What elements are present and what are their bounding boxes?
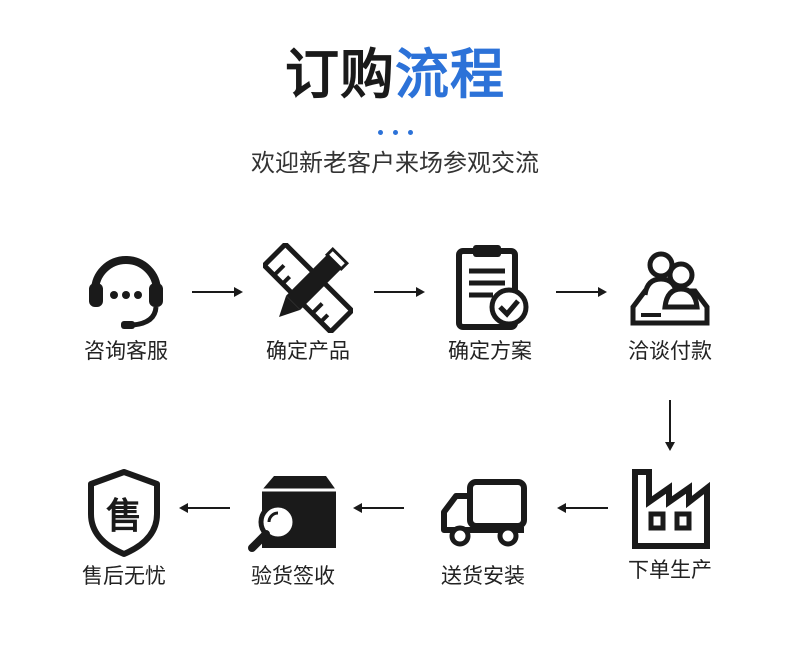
step-order-production: 下单生产 <box>617 462 723 584</box>
title-dots-decoration <box>0 122 790 135</box>
step-negotiate-payment: 洽谈付款 <box>617 243 723 365</box>
step-consult: 咨询客服 <box>73 243 179 365</box>
truck-icon <box>441 479 527 547</box>
step-label: 送货安装 <box>441 564 525 588</box>
shield-service-icon: 售 <box>88 469 160 557</box>
step-label: 下单生产 <box>628 558 712 582</box>
step-delivery-install: 送货安装 <box>430 468 536 590</box>
title-text: 订购流程 <box>285 43 505 106</box>
title-part-accent: 流程 <box>395 43 505 106</box>
step-label: 洽谈付款 <box>628 339 712 363</box>
arrow-left-icon <box>353 503 404 513</box>
step-label: 售后无忧 <box>82 564 166 588</box>
step-label: 咨询客服 <box>84 339 168 363</box>
arrow-right-icon <box>374 287 425 297</box>
page-title: 订购流程 <box>0 42 790 108</box>
arrow-left-icon <box>557 503 608 513</box>
factory-icon <box>632 469 710 549</box>
arrow-right-icon <box>556 287 607 297</box>
step-confirm-product: 确定产品 <box>255 243 361 365</box>
arrow-down-icon <box>665 400 675 451</box>
step-label: 确定产品 <box>266 339 350 363</box>
box-inspect-icon <box>248 476 336 552</box>
arrow-left-icon <box>179 503 230 513</box>
subtitle: 欢迎新老客户来场参观交流 <box>251 149 539 177</box>
pencil-ruler-icon <box>263 243 353 333</box>
headset-icon <box>89 256 163 329</box>
arrow-right-icon <box>192 287 243 297</box>
step-confirm-plan: 确定方案 <box>437 243 543 365</box>
step-after-sales: 售 售后无忧 <box>71 468 177 590</box>
people-meeting-icon <box>630 251 710 326</box>
title-part-dark: 订购 <box>285 43 395 106</box>
clipboard-check-icon <box>456 245 529 330</box>
step-label: 确定方案 <box>448 339 532 363</box>
shield-char: 售 <box>106 496 142 537</box>
step-inspect-receipt: 验货签收 <box>240 468 346 590</box>
step-label: 验货签收 <box>251 564 335 588</box>
